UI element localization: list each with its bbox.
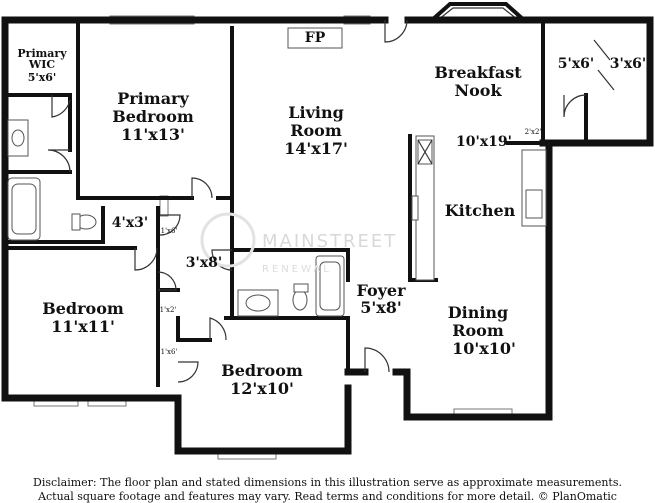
living-room-name-line: Room [290,121,342,140]
primary-wic-name-line: Primary [17,47,67,60]
closet-1x6-b-size: 1'x6' [161,348,178,356]
closet-4x3-size: 4'x3' [112,215,148,231]
bedroom-bottom-name: Bedroom [221,361,303,380]
closet-1x2-size: 1'x2' [160,306,177,314]
primary-bedroom-name-line: Bedroom [112,107,194,126]
door-swings [47,19,615,383]
exterior-walls [1,16,654,455]
primary-bedroom-size: 11'x13' [121,125,185,144]
dining-room-size: 10'x10' [452,339,516,358]
fixtures [7,27,547,317]
foyer-size: 5'x8' [360,298,402,317]
breakfast-nook-name-line: Breakfast [434,63,522,82]
dining-room-name-line: Dining [448,303,508,322]
closet-5x6-size: 5'x6' [558,56,594,72]
interior-walls [3,18,588,387]
fireplace-label: FP [305,30,326,46]
living-room-size: 14'x17' [284,139,348,158]
watermark-brand: MAINSTREET [262,231,397,252]
bedroom-bottom-size: 12'x10' [230,379,294,398]
closet-3x6-size: 3'x6' [610,56,646,72]
dining-room-name-line: Room [452,321,504,340]
kitchen-name: Kitchen [445,201,516,220]
closet-1x6-a-size: 1'x6' [161,227,178,235]
foyer-name: Foyer [356,281,406,300]
disclaimer-line-2: Actual square footage and features may v… [38,490,617,503]
living-room-name-line: Living [288,103,344,122]
primary-wic-size: 5'x6' [28,71,57,84]
hall-size: 3'x8' [186,255,222,271]
closet-2x2-size: 2'x2' [525,128,542,136]
breakfast-nook-size: 10'x19' [456,134,512,150]
primary-bedroom-name-line: Primary [117,89,189,108]
watermark: MAINSTREET RENEWAL [200,212,397,275]
primary-wic-name-line: WIC [28,58,55,71]
bedroom-left-size: 11'x11' [51,317,115,336]
bay-window [429,2,527,23]
watermark-sub: RENEWAL [262,264,332,275]
disclaimer-line-1: Disclaimer: The floor plan and stated di… [33,476,622,489]
bedroom-left-name: Bedroom [42,299,124,318]
breakfast-nook-name-line: Nook [454,81,502,100]
